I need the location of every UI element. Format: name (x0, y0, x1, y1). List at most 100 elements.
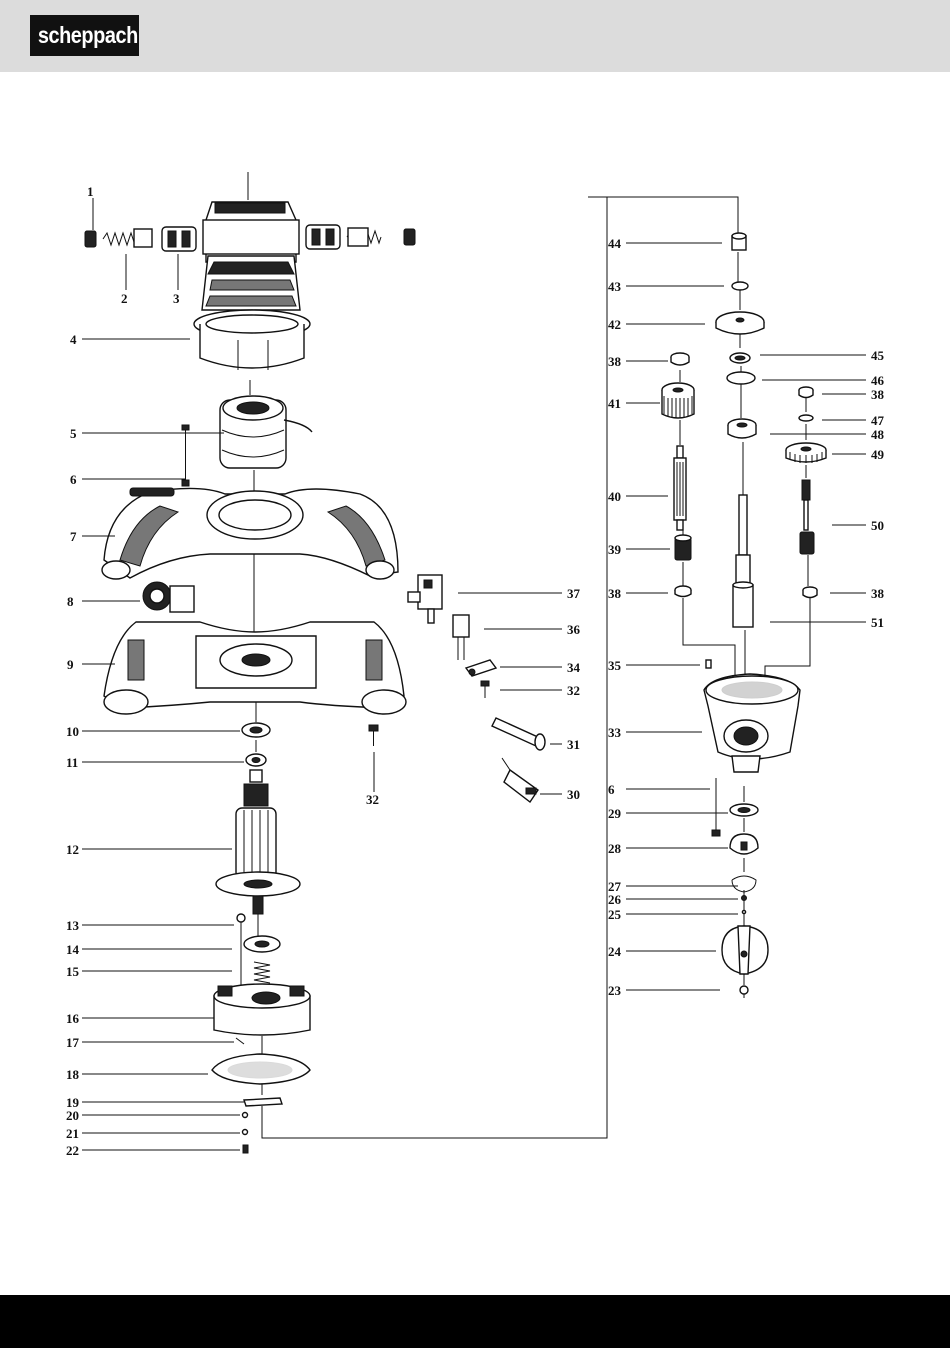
label-part-16: 16 (66, 1011, 80, 1026)
part-51-spindle (733, 495, 753, 627)
label-part-25: 25 (608, 907, 622, 922)
label-part-22: 22 (66, 1143, 79, 1158)
label-part-9: 9 (67, 657, 74, 672)
label-part-31: 31 (567, 737, 580, 752)
label-part-15: 15 (66, 964, 80, 979)
label-part-8: 8 (67, 594, 74, 609)
part-16-bearing-housing (214, 984, 310, 1035)
label-part-4: 4 (70, 332, 77, 347)
part-17-pin (236, 1038, 244, 1044)
label-part-3: 3 (173, 291, 180, 306)
label-part-20: 20 (66, 1108, 79, 1123)
label-part-48: 48 (871, 427, 885, 442)
label-part-45: 45 (871, 348, 885, 363)
label-part-7: 7 (70, 529, 77, 544)
part-10-bearing (242, 723, 270, 737)
part-35-pin (706, 660, 711, 668)
label-part-39: 39 (608, 542, 622, 557)
label-part-23: 23 (608, 983, 622, 998)
label-part-47: 47 (871, 413, 885, 428)
carbon-brush-left (134, 229, 152, 247)
part-9-handle-shell-lower (104, 622, 406, 714)
part-45-circlip (730, 353, 750, 363)
label-part-38-c: 38 (871, 387, 885, 402)
label-part-32-lower: 32 (366, 792, 379, 807)
part-41-gear (662, 383, 694, 418)
part-19-clip (244, 1098, 282, 1106)
label-part-38-a: 38 (608, 354, 622, 369)
label-part-14: 14 (66, 942, 80, 957)
label-part-49: 49 (871, 447, 885, 462)
part-43-circlip (732, 282, 748, 290)
label-part-13: 13 (66, 918, 80, 933)
label-part-40: 40 (608, 489, 621, 504)
part-1-brush-cap-left (85, 231, 96, 247)
part-33-gear-housing (704, 674, 800, 772)
label-part-44: 44 (608, 236, 622, 251)
label-part-18: 18 (66, 1067, 80, 1082)
part-13-screw (237, 914, 245, 990)
label-part-34: 34 (567, 660, 581, 675)
part-34-cable-clamp (466, 660, 496, 676)
part-23-screw (740, 986, 748, 998)
label-part-51: 51 (871, 615, 884, 630)
label-part-29: 29 (608, 806, 622, 821)
label-part-12: 12 (66, 842, 79, 857)
label-part-38-b: 38 (608, 586, 622, 601)
label-part-41: 41 (608, 396, 621, 411)
label-part-26: 26 (608, 892, 622, 907)
part-37-switch (408, 575, 442, 623)
part-14-spacer (244, 936, 280, 952)
part-38-bearing-upper-right (799, 387, 813, 398)
label-part-42: 42 (608, 317, 621, 332)
part-3-brush-holder-right (306, 225, 340, 249)
label-part-30: 30 (567, 787, 580, 802)
part-15-spring (254, 962, 270, 983)
label-part-1: 1 (87, 184, 94, 199)
part-18-base-plate (212, 1054, 310, 1084)
part-39-pinion (675, 535, 691, 560)
part-4-motor-housing (194, 202, 310, 370)
part-32-screw-lower (369, 725, 378, 746)
label-part-38-d: 38 (871, 586, 885, 601)
part-29-washer (730, 804, 758, 816)
label-part-46: 46 (871, 373, 885, 388)
part-50-shaft (800, 480, 814, 554)
part-48-bearing (728, 419, 756, 438)
part-11-bushing (246, 754, 266, 766)
label-part-6-right: 6 (608, 782, 615, 797)
part-1-brush-cap-right (404, 229, 415, 245)
part-6-screw-long (182, 425, 189, 486)
part-30-power-cord (502, 758, 538, 802)
label-part-17: 17 (66, 1035, 80, 1050)
label-part-43: 43 (608, 279, 622, 294)
part-47-circlip (799, 415, 813, 421)
part-42-cover-plate (716, 312, 764, 334)
part-26-ball (742, 896, 747, 901)
part-22-screw (243, 1145, 248, 1153)
part-40-shaft (674, 446, 686, 530)
part-8-speed-dial (143, 582, 194, 612)
part-46-retaining-ring (727, 372, 755, 384)
label-part-21: 21 (66, 1126, 79, 1141)
part-20-washer (243, 1113, 248, 1118)
part-5-stator (220, 396, 312, 468)
label-part-24: 24 (608, 944, 622, 959)
part-32-screw-upper (481, 681, 489, 698)
part-24-locking-knob (722, 926, 768, 974)
label-part-37: 37 (567, 586, 581, 601)
part-21-washer (243, 1130, 248, 1135)
part-28-depth-cap (730, 834, 758, 854)
part-25-spring (742, 910, 745, 913)
part-6-screw-right (712, 778, 720, 836)
gearbox-frame (588, 197, 738, 236)
label-part-11: 11 (66, 755, 78, 770)
label-part-2: 2 (121, 291, 128, 306)
part-36-capacitor (453, 615, 469, 660)
label-part-5: 5 (70, 426, 77, 441)
label-part-35: 35 (608, 658, 622, 673)
part-3-brush-holder-left (162, 227, 196, 251)
part-7-handle-shell-upper (102, 488, 398, 579)
label-part-36: 36 (567, 622, 581, 637)
